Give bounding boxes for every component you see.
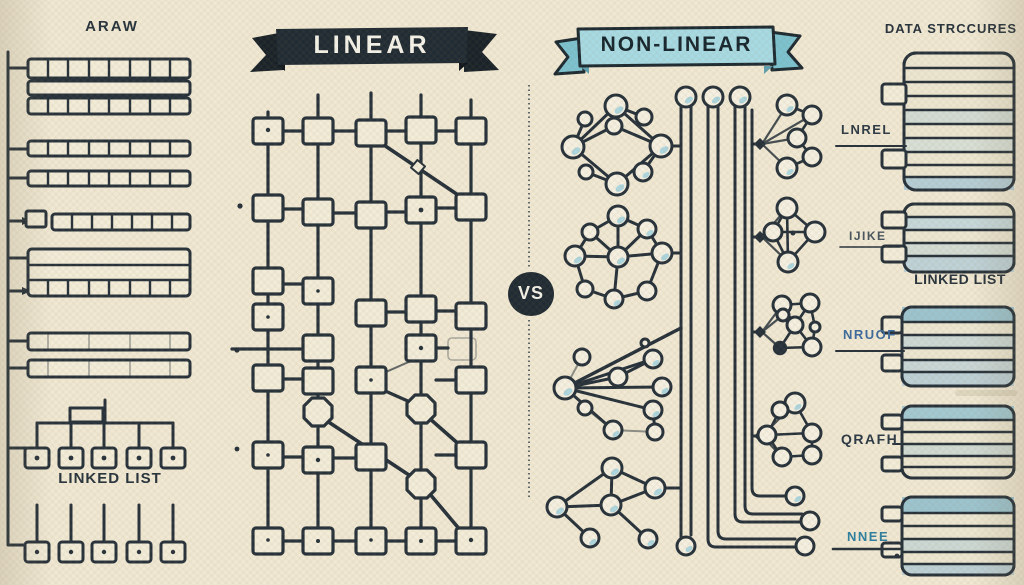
array-panel-title: ARAW [85, 18, 139, 35]
vs-badge: VS [517, 283, 544, 303]
stacks-panel-art [831, 51, 1017, 577]
stack-label-2: IJIKE [849, 229, 887, 243]
nonlinear-banner-label: NON-LINEAR [600, 33, 753, 56]
nonlinear-banner-ribbon [553, 25, 804, 76]
linked-list-caption-right: LINKED LIST [914, 271, 1006, 287]
linear-grid-art [230, 91, 488, 556]
linear-banner-label: LINEAR [313, 31, 431, 59]
stack-label-1: LNREL [841, 122, 892, 137]
nonlinear-graphs-art [545, 85, 827, 557]
stack-label-4: QRAFH [841, 431, 899, 447]
array-panel-art [6, 50, 192, 564]
node-accents [555, 96, 802, 553]
stack-label-5: NNEE [847, 529, 890, 544]
data-structures-title: DATA STRCCURES [884, 21, 1018, 36]
stack-label-3: NRUOF [843, 327, 897, 342]
linked-list-caption-left: LINKED LIST [58, 470, 162, 487]
linear-banner-ribbon [250, 27, 499, 72]
vs-badge-art [508, 272, 554, 316]
